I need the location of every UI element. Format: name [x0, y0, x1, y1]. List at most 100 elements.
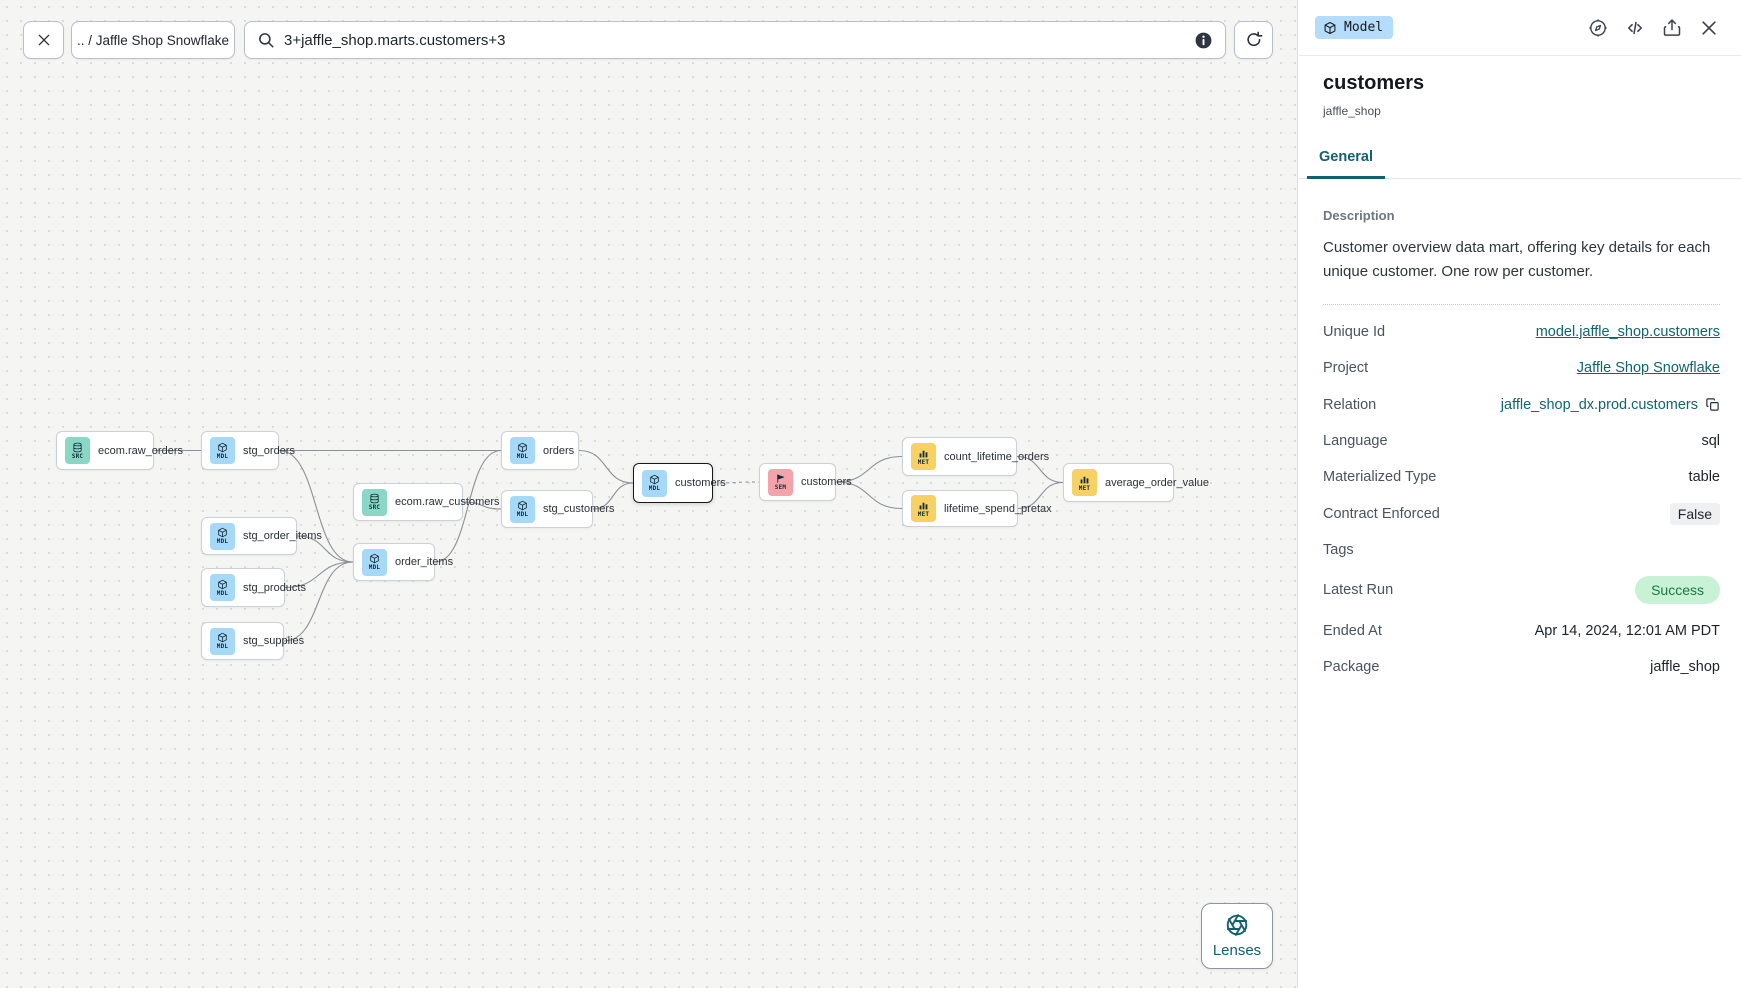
- package-subtitle: jaffle_shop: [1323, 104, 1381, 118]
- database-icon: SRC: [362, 488, 387, 516]
- metric-icon: MET: [1072, 469, 1097, 496]
- field-label: Ended At: [1323, 622, 1382, 639]
- code-icon[interactable]: [1624, 17, 1646, 39]
- field-value[interactable]: model.jaffle_shop.customers: [1535, 323, 1720, 340]
- field-label: Unique Id: [1323, 323, 1386, 340]
- cube-icon: MDL: [362, 548, 387, 576]
- field-label: Latest Run: [1323, 582, 1394, 599]
- cube-icon: MDL: [210, 522, 235, 550]
- node-label: stg_orders: [243, 444, 295, 457]
- cube-icon: MDL: [210, 437, 235, 464]
- close-icon: [36, 32, 52, 48]
- database-icon: SRC: [65, 437, 90, 464]
- panel-header-actions: [1587, 17, 1720, 39]
- field-row-materialized-type: Materialized Type table: [1323, 459, 1720, 495]
- lenses-label: Lenses: [1212, 942, 1262, 959]
- field-row-latest-run: Latest Run Success: [1323, 568, 1720, 612]
- copy-icon[interactable]: [1705, 397, 1720, 412]
- description-text: Customer overview data mart, offering ke…: [1323, 239, 1711, 281]
- node-label: stg_supplies: [243, 635, 305, 647]
- lineage-node-average_order_value[interactable]: MET average_order_value: [1063, 463, 1209, 502]
- field-label: Package: [1323, 658, 1380, 675]
- field-value: sql: [1701, 432, 1720, 449]
- close-lineage-button[interactable]: [23, 21, 64, 59]
- lineage-node-count_lifetime_orders[interactable]: MET count_lifetime_orders: [902, 437, 1049, 476]
- field-label: Contract Enforced: [1323, 505, 1440, 522]
- lineage-node-stg_orders[interactable]: MDL stg_orders: [201, 431, 295, 470]
- lineage-node-ecom_raw_customers[interactable]: SRC ecom.raw_customers: [353, 483, 500, 521]
- field-value: False: [1669, 502, 1720, 525]
- field-label: Tags: [1323, 542, 1354, 559]
- field-label: Relation: [1323, 396, 1377, 413]
- node-label: ecom.raw_customers: [395, 496, 500, 508]
- cube-icon: MDL: [210, 627, 235, 655]
- metric-icon: MET: [911, 443, 936, 470]
- description-label: Description: [1323, 208, 1395, 223]
- semantic-icon: SEM: [768, 468, 793, 496]
- panel-body: customers jaffle_shop: [1299, 72, 1741, 118]
- node-label: customers: [675, 477, 726, 489]
- field-value: table: [1688, 469, 1720, 486]
- field-label: Project: [1323, 360, 1369, 377]
- node-label: average_order_value: [1105, 476, 1209, 489]
- explore-compass-icon[interactable]: [1587, 17, 1609, 39]
- field-label: Language: [1323, 432, 1388, 449]
- field-value[interactable]: Jaffle Shop Snowflake: [1576, 360, 1720, 377]
- field-value: Success: [1635, 576, 1720, 605]
- panel-tabs: General: [1299, 149, 1741, 179]
- node-label: stg_products: [243, 581, 306, 594]
- lineage-node-stg_order_items[interactable]: MDL stg_order_items: [201, 517, 322, 555]
- node-label: count_lifetime_orders: [944, 450, 1050, 463]
- close-panel-icon[interactable]: [1698, 17, 1720, 39]
- field-label: Materialized Type: [1323, 469, 1437, 486]
- dotted-divider: [1323, 303, 1720, 305]
- node-label: orders: [543, 444, 575, 457]
- node-label: lifetime_spend_pretax: [944, 502, 1052, 515]
- info-icon[interactable]: [1194, 31, 1213, 50]
- cube-icon: MDL: [510, 495, 535, 523]
- lineage-top-bar: .. / Jaffle Shop Snowflake: [0, 0, 1298, 70]
- lineage-node-order_items[interactable]: MDL order_items: [353, 543, 453, 581]
- field-row-tags: Tags: [1323, 532, 1720, 568]
- field-row-language: Language sql: [1323, 423, 1720, 459]
- node-label: order_items: [395, 556, 454, 568]
- field-value: jaffle_shop: [1650, 658, 1720, 675]
- edge-stg_supplies-to-order_items: [283, 561, 354, 642]
- cube-icon: [1323, 21, 1337, 35]
- field-value[interactable]: jaffle_shop_dx.prod.customers: [1501, 397, 1720, 413]
- breadcrumb[interactable]: .. / Jaffle Shop Snowflake: [71, 21, 235, 59]
- lenses-button[interactable]: Lenses: [1201, 903, 1273, 969]
- panel-header: Model: [1299, 0, 1741, 56]
- aperture-icon: [1225, 913, 1249, 937]
- node-label: stg_order_items: [243, 530, 322, 542]
- search-input[interactable]: [284, 31, 1185, 49]
- lineage-node-ecom_raw_orders[interactable]: SRC ecom.raw_orders: [56, 431, 183, 470]
- node-label: ecom.raw_orders: [98, 444, 183, 457]
- field-row-project: Project Jaffle Shop Snowflake: [1323, 350, 1720, 386]
- edge-orders-to-customers: [578, 449, 634, 484]
- resource-type-label: Model: [1344, 20, 1384, 35]
- lineage-node-stg_supplies[interactable]: MDL stg_supplies: [201, 622, 304, 660]
- refresh-button[interactable]: [1234, 21, 1273, 59]
- tab-general[interactable]: General: [1307, 149, 1385, 179]
- search-icon: [257, 31, 275, 49]
- field-row-relation: Relation jaffle_shop_dx.prod.customers: [1323, 386, 1720, 422]
- lineage-search-box: [244, 21, 1226, 59]
- share-icon[interactable]: [1661, 17, 1683, 39]
- resource-type-badge: Model: [1315, 16, 1394, 39]
- cube-icon: MDL: [210, 574, 235, 601]
- field-row-unique-id: Unique Id model.jaffle_shop.customers: [1323, 314, 1720, 350]
- panel-content: Description Customer overview data mart,…: [1299, 208, 1741, 685]
- lineage-node-stg_products[interactable]: MDL stg_products: [201, 568, 306, 607]
- page-title: customers: [1323, 72, 1425, 94]
- refresh-icon: [1245, 31, 1263, 49]
